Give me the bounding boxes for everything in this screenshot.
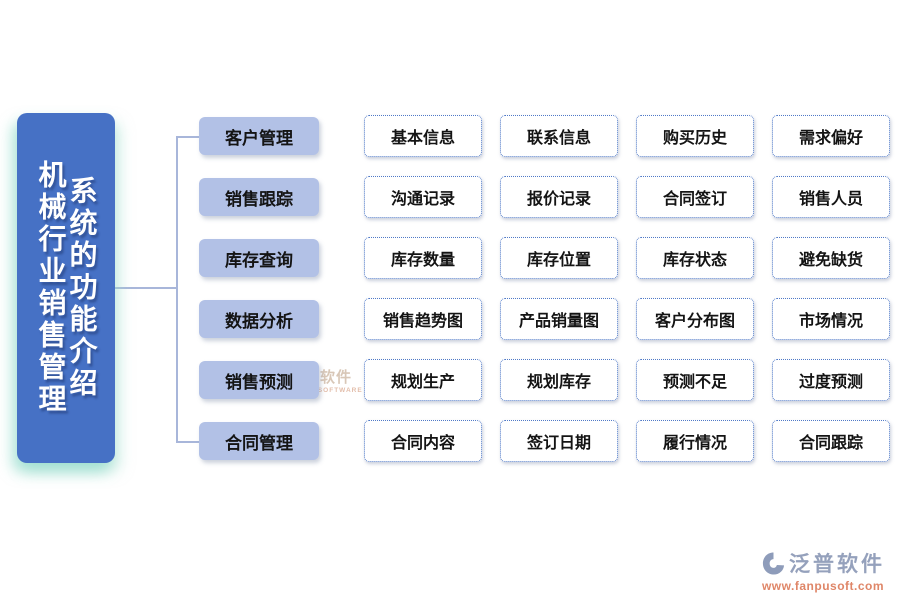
leaf-node: 规划生产: [364, 359, 482, 401]
leaf-node: 市场情况: [772, 298, 890, 340]
category-node-inventory-query: 库存查询: [199, 239, 319, 277]
leaf-node: 合同签订: [636, 176, 754, 218]
root-title-node: 机械行业销售管理 系统的功能介绍: [17, 113, 115, 463]
leaf-node: 规划库存: [500, 359, 618, 401]
leaf-node: 避免缺货: [772, 237, 890, 279]
logo-website-url: www.fanpusoft.com: [761, 579, 885, 593]
leaf-node: 合同跟踪: [772, 420, 890, 462]
category-node-data-analysis: 数据分析: [199, 300, 319, 338]
leaf-node: 产品销量图: [500, 298, 618, 340]
leaf-node: 履行情况: [636, 420, 754, 462]
root-title-column-right: 系统的功能介绍: [66, 176, 98, 400]
leaf-node: 库存状态: [636, 237, 754, 279]
leaf-node: 购买历史: [636, 115, 754, 157]
leaf-node: 沟通记录: [364, 176, 482, 218]
category-node-contract-management: 合同管理: [199, 422, 319, 460]
leaf-node: 预测不足: [636, 359, 754, 401]
category-node-customer-management: 客户管理: [199, 117, 319, 155]
leaf-node: 合同内容: [364, 420, 482, 462]
connector-stub-bottom: [176, 441, 200, 443]
leaf-node: 过度预测: [772, 359, 890, 401]
connector-trunk-line: [115, 287, 178, 289]
leaf-node: 销售人员: [772, 176, 890, 218]
leaf-node: 客户分布图: [636, 298, 754, 340]
leaf-node: 需求偏好: [772, 115, 890, 157]
leaf-node: 报价记录: [500, 176, 618, 218]
connector-spine-line: [176, 136, 178, 442]
leaf-node: 销售趋势图: [364, 298, 482, 340]
root-title-column-left: 机械行业销售管理: [35, 160, 67, 416]
logo-company-name: 泛普软件: [789, 553, 885, 576]
leaf-node: 库存位置: [500, 237, 618, 279]
fanpu-logo: 泛普软件 www.fanpusoft.com: [750, 548, 896, 593]
leaf-node: 基本信息: [364, 115, 482, 157]
category-node-sales-tracking: 销售跟踪: [199, 178, 319, 216]
leaf-node: 联系信息: [500, 115, 618, 157]
fanpu-logo-icon: [761, 551, 786, 576]
leaf-node: 库存数量: [364, 237, 482, 279]
leaf-node: 签订日期: [500, 420, 618, 462]
connector-stub-top: [176, 136, 200, 138]
category-node-sales-forecast: 销售预测: [199, 361, 319, 399]
